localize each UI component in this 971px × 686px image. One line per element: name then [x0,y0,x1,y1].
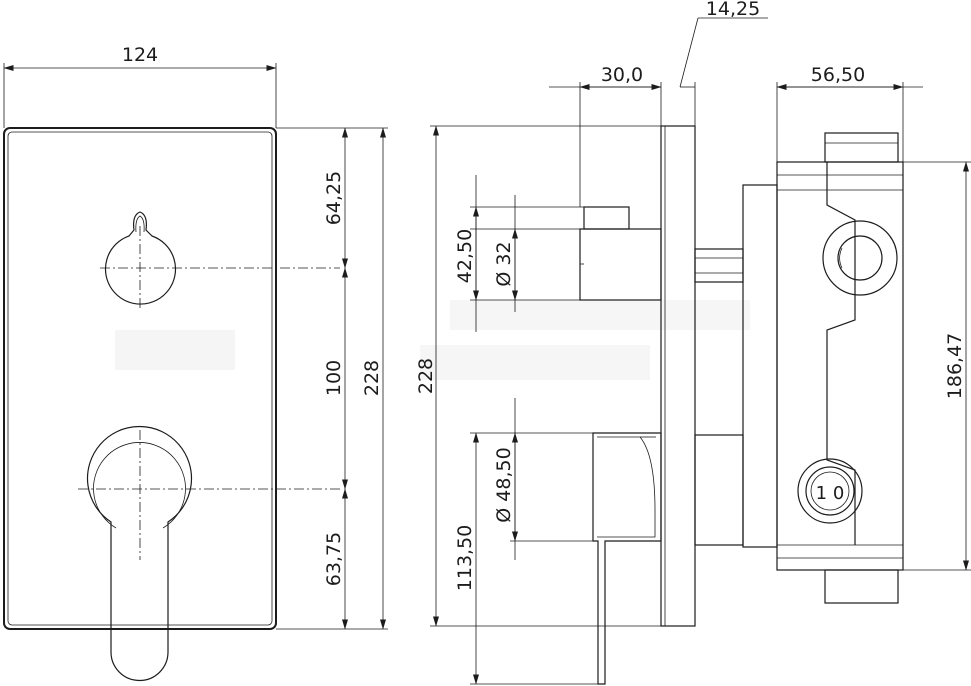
side-diverter-knob [579,206,662,301]
dim-lever-diameter: Ø 48,50 [493,447,515,522]
side-lever [592,432,662,685]
dim-plate-thickness: 14,25 [706,0,760,20]
dim-handle-depth: 30,0 [601,64,643,86]
front-view: 124 64,25 100 63,75 228 [3,44,388,682]
dim-body-height: 186,47 [944,333,966,399]
dim-divert-to-lever: 100 [323,360,345,396]
side-view: 1 0 228 42,50 Ø 32 113,50 Ø 48,50 14,25 [415,0,971,685]
watermark-graphic [115,300,750,380]
side-cover-plate [660,125,696,627]
dim-divert-diameter: Ø 32 [493,241,515,286]
valve-body: 1 0 [742,132,904,604]
front-cover-plate-inner [7,131,273,626]
dim-front-height: 228 [361,360,383,396]
dim-top-to-divert: 64,25 [323,171,345,225]
front-width-label: 124 [122,44,158,66]
dim-body-depth: 56,50 [811,64,865,86]
diverter-knob [100,211,340,310]
dim-side-height: 228 [415,358,437,394]
dim-divert-offset: 42,50 [454,229,476,283]
front-cover-plate [3,127,277,630]
valve-mark: 1 0 [816,483,845,504]
lever-handle [78,425,340,682]
dim-lever-to-bottom: 63,75 [323,532,345,586]
dim-lever-offset: 113,50 [454,525,476,591]
